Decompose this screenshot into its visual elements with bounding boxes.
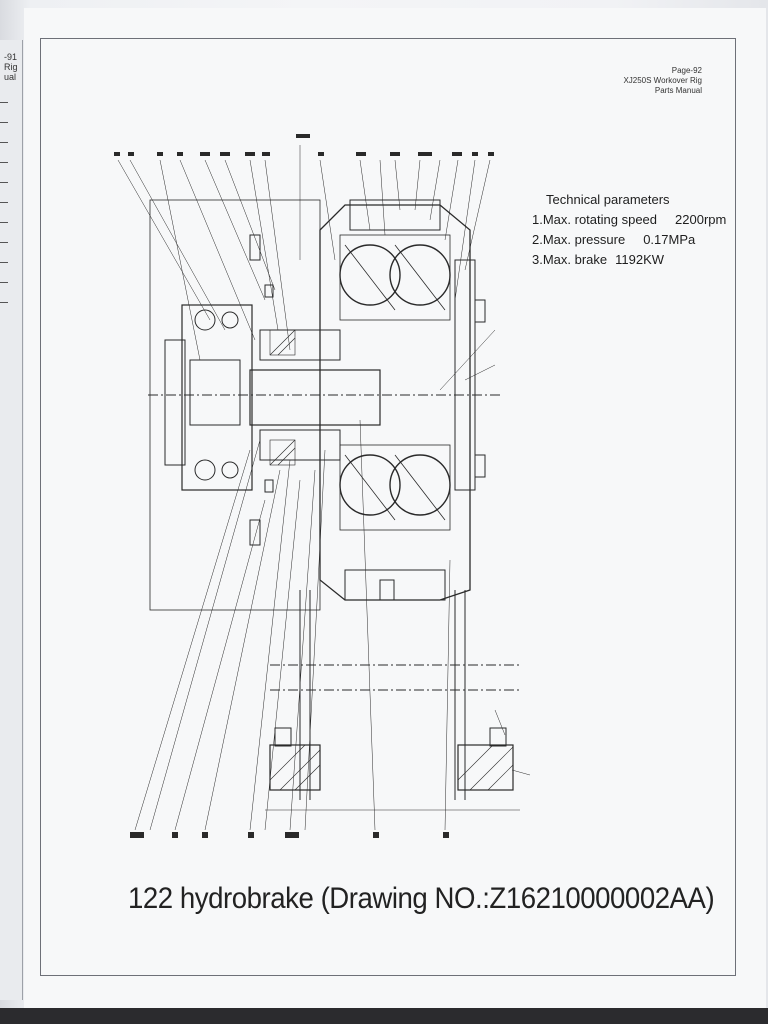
previous-page-fragment: -91: [4, 52, 18, 62]
parameter-label: 2.Max. pressure: [532, 232, 626, 247]
manual-subtitle: Parts Manual: [654, 86, 702, 95]
previous-page-fragment: Rig: [4, 62, 18, 72]
technical-parameters: Technical parameters 1.Max. rotating spe…: [532, 190, 726, 270]
parameter-value: 2200rpm: [675, 212, 727, 227]
drawing-frame: [40, 38, 736, 976]
parameter-value: 1192KW: [615, 252, 665, 267]
parameter-value: 0.17MPa: [643, 232, 696, 247]
parameter-label: 1.Max. rotating speed: [532, 212, 658, 227]
technical-parameters-title: Technical parameters: [546, 192, 670, 207]
parameter-label: 3.Max. brake: [532, 252, 608, 267]
parameter-row-rotating-speed: 1.Max. rotating speed 2200rpm: [532, 210, 726, 230]
parameter-row-brake: 3.Max. brake 1192KW: [532, 250, 726, 270]
parameter-row-pressure: 2.Max. pressure 0.17MPa: [532, 230, 726, 250]
page-number: Page-92: [671, 66, 702, 75]
drawing-caption: 122 hydrobrake (Drawing NO.:Z16210000002…: [128, 882, 715, 915]
page-header: Page-92 XJ250S Workover Rig Parts Manual: [623, 66, 702, 96]
previous-page-fragment: ual: [4, 72, 17, 82]
previous-page-edge: -91 Rig ual: [0, 40, 23, 1000]
scan-bottom-edge: [0, 1008, 768, 1024]
manual-sheet: [24, 8, 766, 1008]
manual-title: XJ250S Workover Rig: [623, 76, 702, 85]
